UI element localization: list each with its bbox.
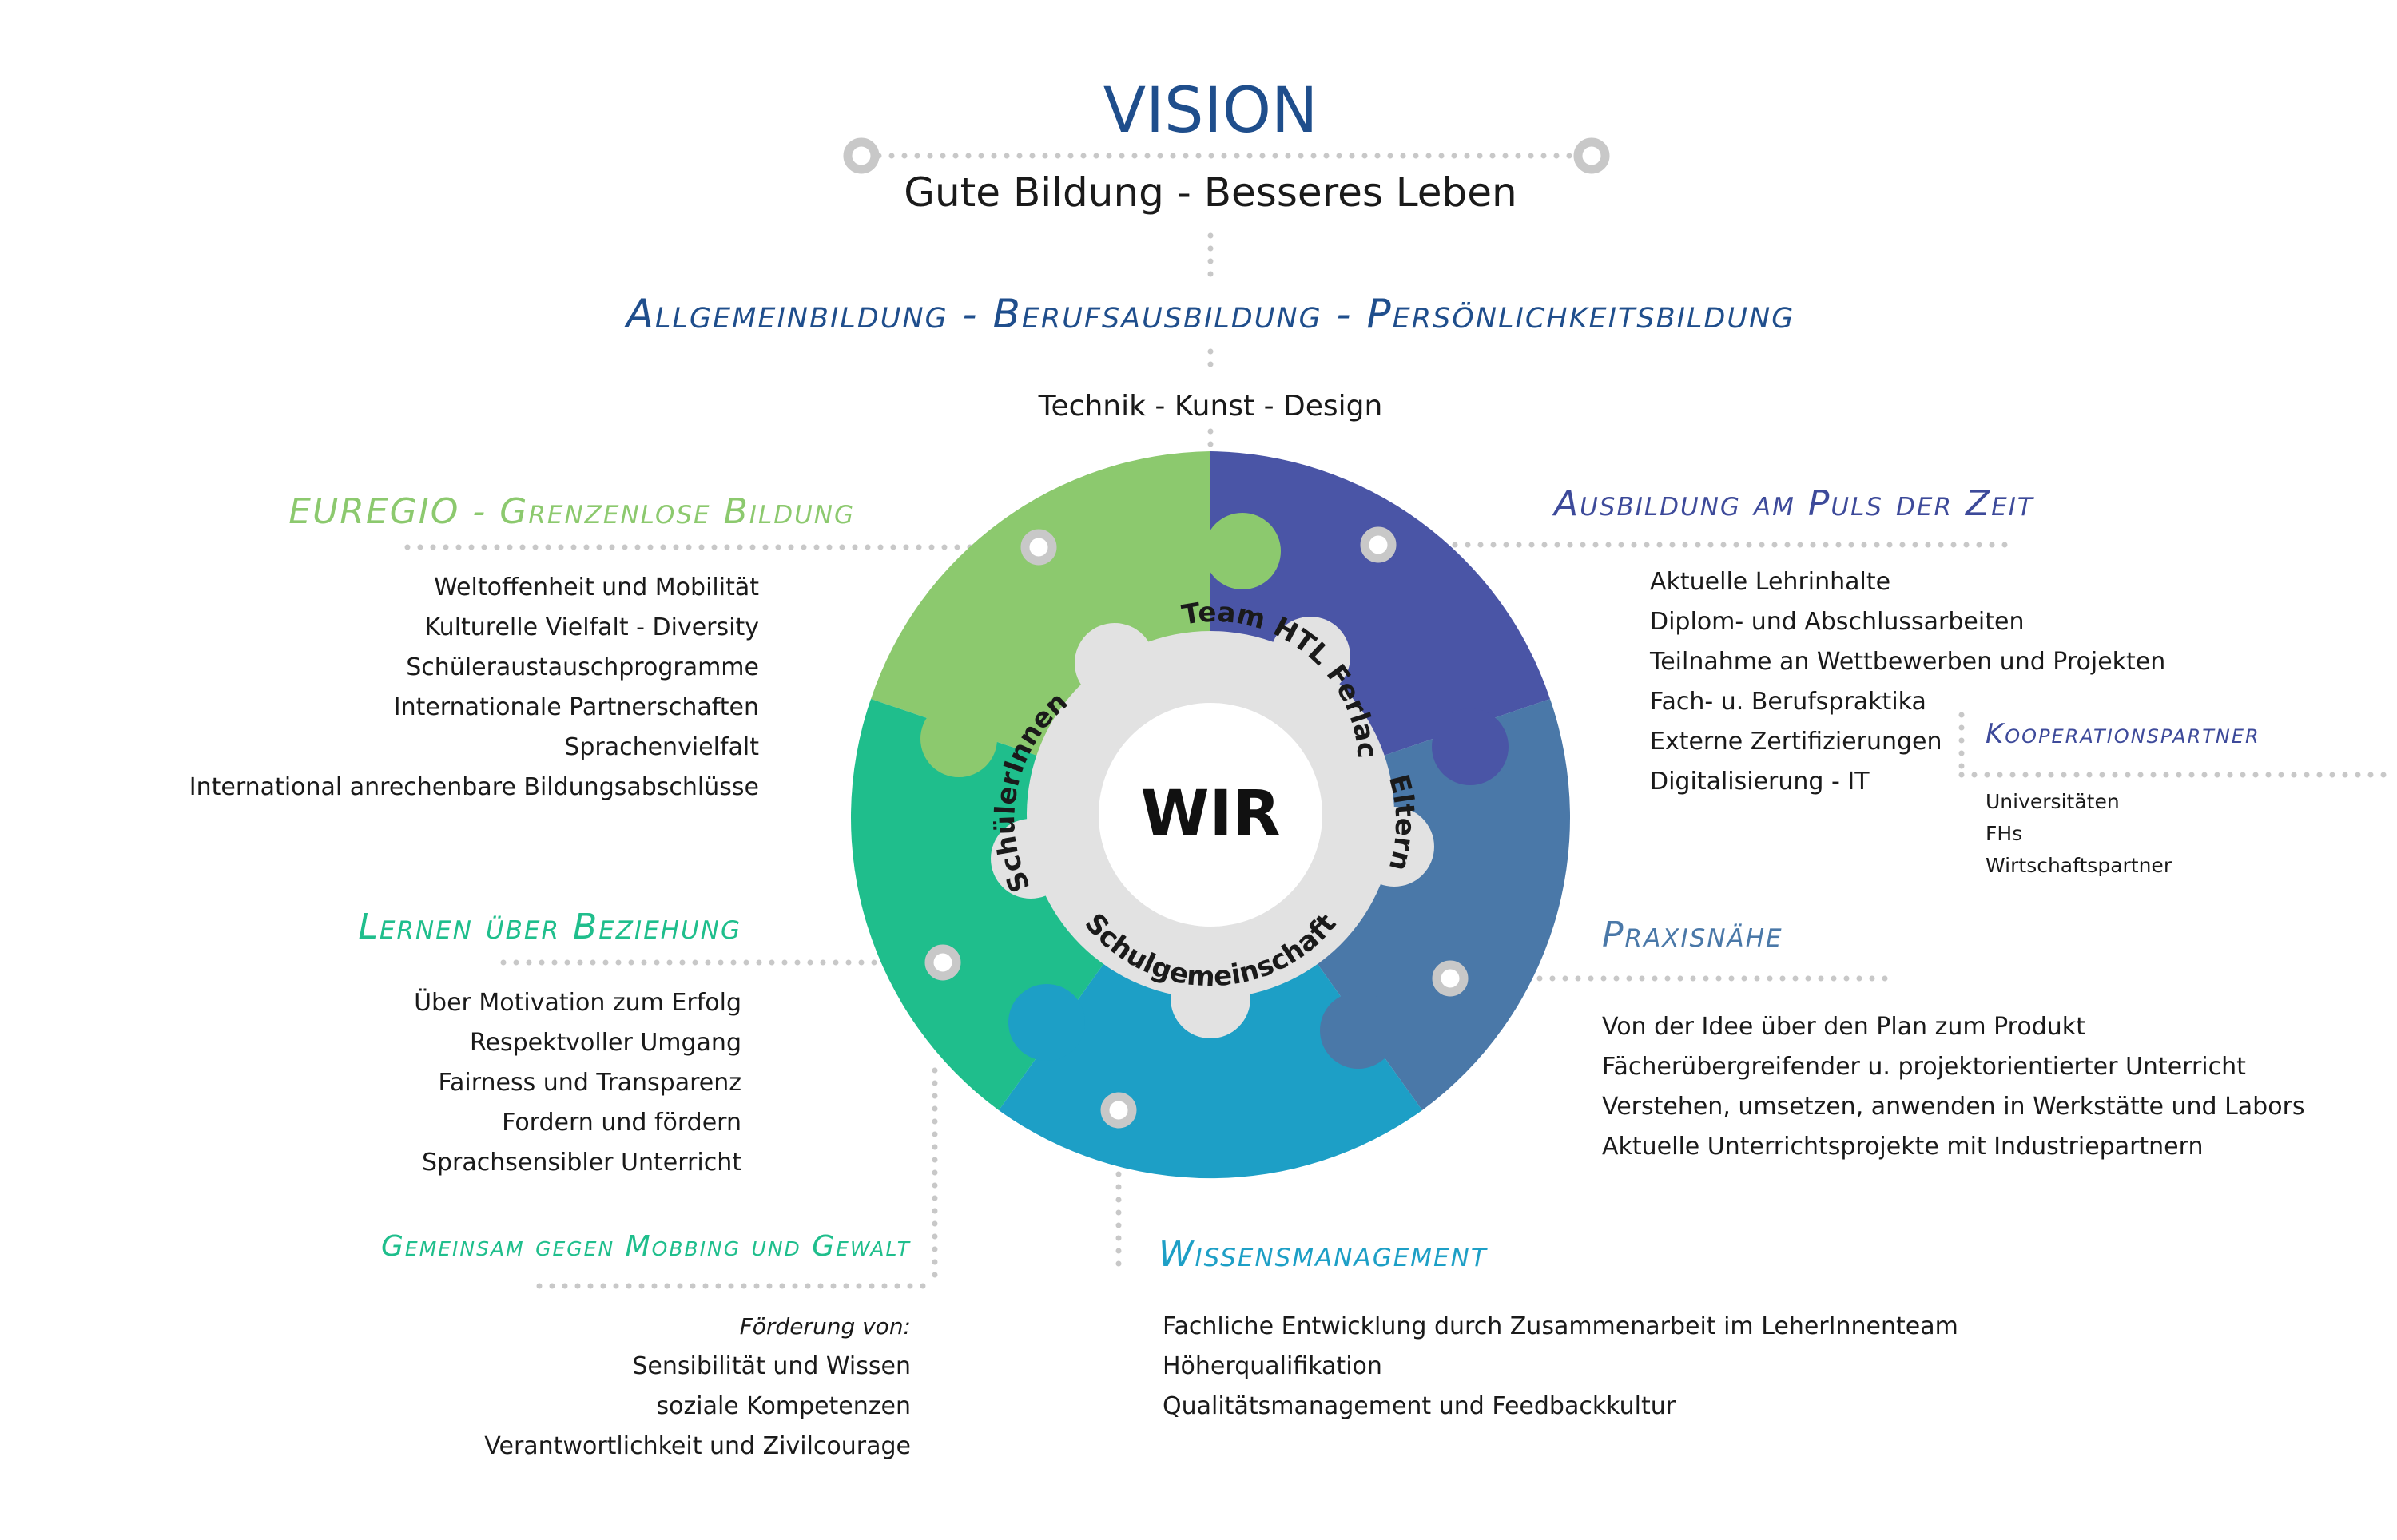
euregio-title: EUREGIO - Grenzenlose Bildung [288, 491, 855, 532]
mobbing-item: Verantwortlichkeit und Zivilcourage [484, 1432, 911, 1460]
praxis-item: Von der Idee über den Plan zum Produkt [1602, 1013, 2085, 1041]
praxis-item: Verstehen, umsetzen, anwenden in Werkstä… [1602, 1093, 2305, 1121]
praxis-title: Praxisnähe [1602, 915, 1783, 955]
vision-subtitle: Gute Bildung - Besseres Leben [904, 169, 1517, 216]
lernen-node [924, 944, 961, 981]
ausbildung-item: Teilnahme an Wettbewerben und Projekten [1649, 648, 2165, 676]
ausbildung-title: Ausbildung am Puls der Zeit [1552, 483, 2034, 524]
kooperation-item: FHs [1986, 822, 2022, 845]
lernen-title: Lernen über Beziehung [358, 907, 741, 947]
wissen-title: Wissensmanagement [1159, 1234, 1488, 1275]
lernen-section: Lernen über Beziehung Über Motivation zu… [358, 907, 741, 1177]
ausbildung-item: Fach- u. Berufspraktika [1650, 688, 1926, 716]
wissen-item: Qualitätsmanagement und Feedbackkultur [1163, 1392, 1676, 1420]
focus-text: Technik - Kunst - Design [1038, 390, 1383, 423]
euregio-item: Sprachenvielfalt [564, 733, 759, 761]
lernen-item: Respektvoller Umgang [470, 1029, 741, 1057]
wissen-node [1100, 1092, 1137, 1129]
kooperation-item: Universitäten [1986, 790, 2120, 813]
mobbing-item: soziale Kompetenzen [657, 1392, 912, 1420]
praxis-item: Fächerübergreifender u. projektorientier… [1602, 1053, 2246, 1081]
ausbildung-node [1360, 526, 1397, 563]
mobbing-title: Gemeinsam gegen Mobbing und Gewalt [381, 1230, 911, 1263]
euregio-node [1020, 529, 1057, 566]
pillars-heading: Allgemeinbildung - Berufsausbildung - Pe… [624, 291, 1795, 337]
wissen-section: Wissensmanagement Fachliche Entwicklung … [1159, 1234, 1958, 1420]
knob-ausbildung-praxis [1432, 708, 1509, 785]
knob-praxis-wissen [1320, 992, 1397, 1069]
lernen-item: Sprachsensibler Unterricht [422, 1149, 741, 1177]
praxis-item: Aktuelle Unterrichtsprojekte mit Industr… [1602, 1133, 2203, 1161]
kooperation-title: Kooperationspartner [1986, 718, 2260, 750]
lernen-item: Fordern und fördern [502, 1109, 741, 1137]
kooperation-item: Wirtschaftspartner [1986, 854, 2172, 877]
euregio-section: EUREGIO - Grenzenlose Bildung Weltoffenh… [189, 491, 855, 801]
euregio-item: Internationale Partnerschaften [394, 693, 759, 721]
euregio-item: Weltoffenheit und Mobilität [434, 574, 759, 601]
vision-title: VISION [1103, 75, 1318, 147]
kooperation-section: Kooperationspartner Universitäten FHs Wi… [1986, 718, 2260, 877]
hub-center [1099, 703, 1322, 927]
vision-right-node [1573, 137, 1610, 174]
praxis-node [1432, 960, 1469, 997]
lernen-item: Fairness und Transparenz [439, 1069, 742, 1097]
center-label: WIR [1140, 778, 1280, 850]
euregio-item: International anrechenbare Bildungsabsch… [189, 773, 759, 801]
knob-wissen-lernen [1008, 984, 1085, 1061]
euregio-item: Schüleraustauschprogramme [406, 653, 759, 681]
mobbing-item: Sensibilität und Wissen [632, 1352, 911, 1380]
knob-lernen-euregio [920, 701, 997, 777]
ausbildung-item: Diplom- und Abschlussarbeiten [1650, 608, 2024, 636]
wissen-item: Fachliche Entwicklung durch Zusammenarbe… [1163, 1312, 1958, 1340]
ausbildung-item: Externe Zertifizierungen [1650, 728, 1942, 756]
mobbing-section: Gemeinsam gegen Mobbing und Gewalt Förde… [381, 1230, 911, 1460]
praxis-section: Praxisnähe Von der Idee über den Plan zu… [1602, 915, 2305, 1161]
ausbildung-section: Ausbildung am Puls der Zeit Aktuelle Leh… [1552, 483, 2165, 796]
vision-left-node [843, 137, 880, 174]
lernen-item: Über Motivation zum Erfolg [414, 988, 741, 1017]
ausbildung-item: Aktuelle Lehrinhalte [1650, 568, 1890, 596]
mobbing-intro: Förderung von: [740, 1313, 911, 1340]
ausbildung-item: Digitalisierung - IT [1650, 768, 1870, 796]
wissen-item: Höherqualifikation [1163, 1352, 1382, 1380]
euregio-item: Kulturelle Vielfalt - Diversity [425, 613, 760, 641]
knob-euregio-ausbildung [1204, 513, 1281, 589]
